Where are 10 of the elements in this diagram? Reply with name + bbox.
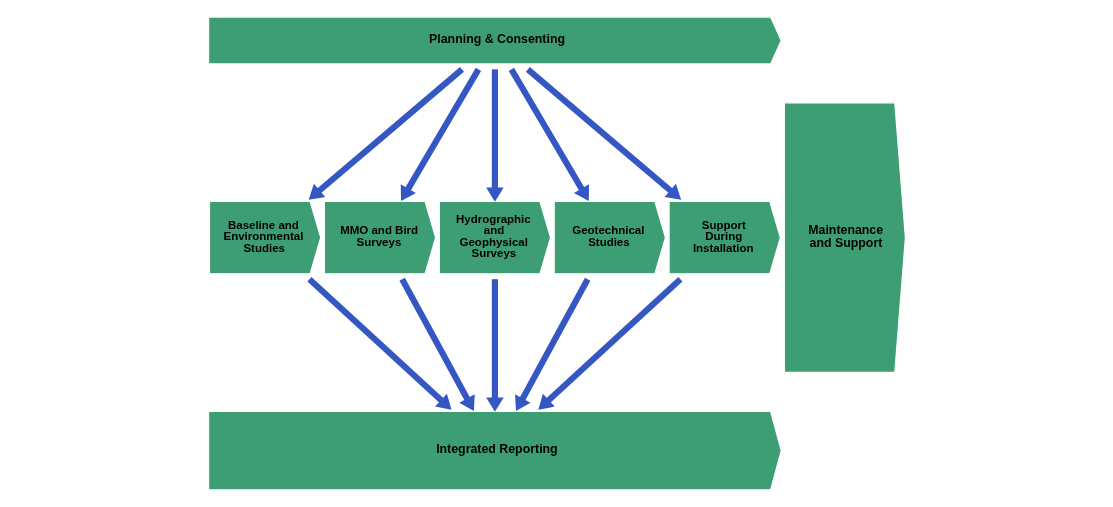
arrow	[306, 276, 452, 410]
arrow	[525, 67, 681, 200]
arrow	[398, 277, 475, 412]
arrow	[308, 67, 464, 200]
arrow	[537, 276, 682, 410]
arrow	[514, 277, 590, 412]
arrow	[485, 279, 504, 412]
arrow	[508, 67, 589, 201]
arrow	[485, 69, 504, 202]
arrow	[400, 67, 481, 201]
